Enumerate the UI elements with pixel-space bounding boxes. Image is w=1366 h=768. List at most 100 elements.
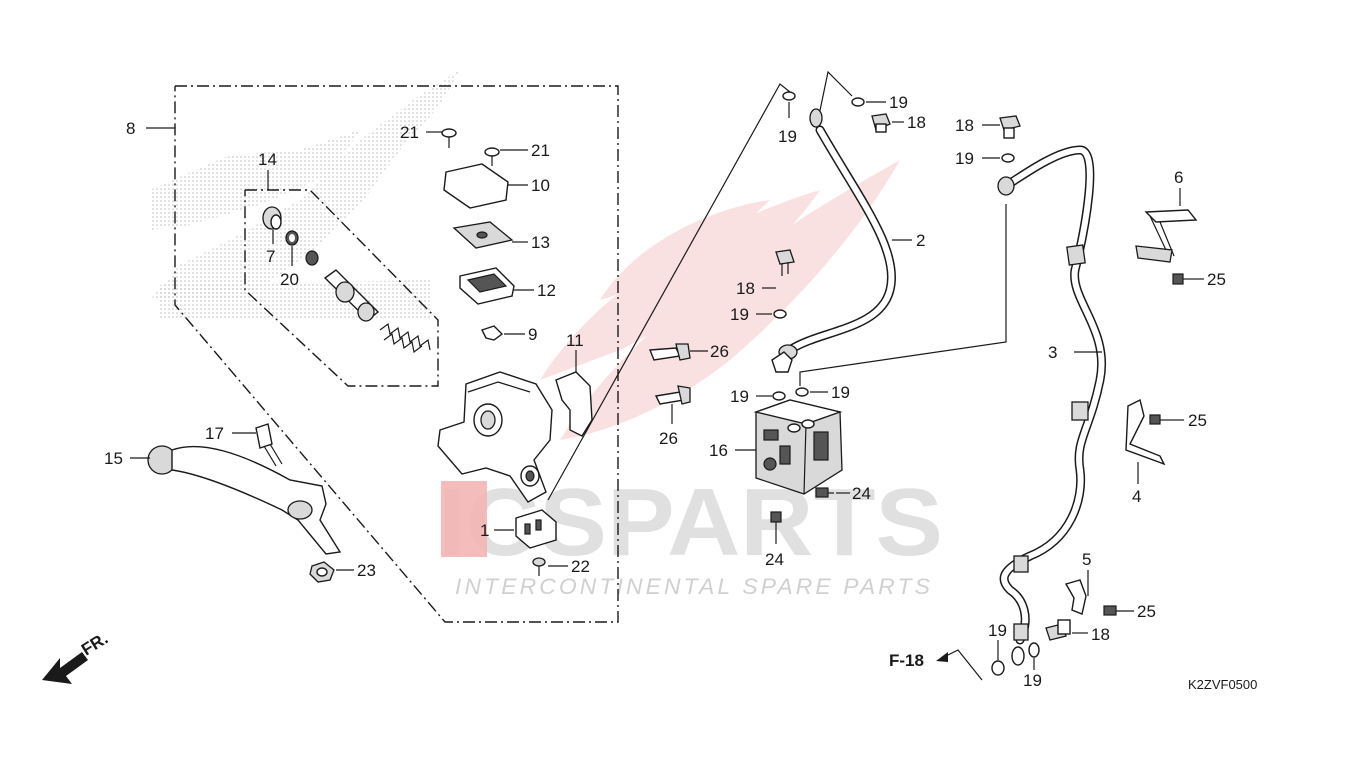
hose-stay-middle (1125, 398, 1166, 466)
callout-6: 6 (1174, 168, 1183, 187)
lever-pivot-bolt (255, 423, 283, 467)
hose-fitting (771, 351, 793, 373)
brake-hose-lower (997, 145, 1107, 666)
callout-23: 23 (357, 561, 376, 580)
oil-bolt (871, 113, 891, 133)
boot-clip (481, 325, 504, 341)
callout-19a: 19 (778, 127, 797, 146)
callout-12: 12 (537, 281, 556, 300)
callout-11: 11 (566, 331, 584, 350)
abs-bolt (770, 511, 782, 530)
master-cylinder-holder (555, 371, 593, 437)
callout-9: 9 (528, 325, 537, 344)
oil-bolt (775, 249, 795, 276)
callout-24b: 24 (765, 550, 784, 569)
watermark-tagline: INTERCONTINENTAL SPARE PARTS (455, 574, 933, 599)
front-direction-arrow-icon (42, 652, 88, 684)
sealing-washer (1001, 153, 1015, 163)
callout-21a: 21 (400, 123, 419, 142)
reservoir-cap (443, 163, 509, 209)
callout-20: 20 (280, 270, 299, 289)
callout-19g: 19 (988, 621, 1007, 640)
callout-10: 10 (531, 176, 550, 195)
oil-bolt (999, 115, 1021, 139)
diagram-code: K2ZVF0500 (1188, 677, 1257, 692)
brake-light-switch (515, 509, 557, 549)
brake-lever (147, 445, 342, 555)
callout-25a: 25 (1207, 270, 1226, 289)
sealing-washer (773, 309, 787, 319)
stay-bolt (1103, 605, 1117, 616)
reference-arrow-head (936, 652, 948, 662)
red-wing-watermark (540, 160, 900, 440)
piston-washer (305, 250, 319, 266)
callout-19c: 19 (730, 305, 749, 324)
callout-25c: 25 (1137, 602, 1156, 621)
callout-2: 2 (916, 231, 925, 250)
cap-screw-lower (484, 147, 500, 166)
callout-18b: 18 (736, 279, 755, 298)
sealing-washer (795, 387, 809, 397)
callout-19h: 19 (1023, 671, 1042, 690)
abs-modulator (753, 399, 843, 495)
piston-boot (262, 206, 282, 230)
callout-19f: 19 (955, 149, 974, 168)
callout-16: 16 (709, 441, 728, 460)
master-cylinder-assembly-outline (174, 85, 619, 623)
hose-connection-line (547, 83, 791, 501)
piston (323, 269, 380, 322)
callout-24a: 24 (852, 484, 871, 503)
hose-connection-line-2 (817, 70, 853, 121)
callout-26b: 26 (659, 429, 678, 448)
cap-screw-top (441, 128, 457, 148)
stay-bolt (1149, 414, 1168, 425)
callout-4: 4 (1132, 487, 1141, 506)
hose-stay-upper (1135, 209, 1198, 263)
reference-arrow-line (945, 649, 983, 681)
callout-22: 22 (571, 557, 590, 576)
callout-25b: 25 (1188, 411, 1207, 430)
callout-26a: 26 (710, 342, 729, 361)
circlip (285, 230, 299, 246)
callout-7: 7 (266, 247, 275, 266)
piston-set-outline (244, 189, 439, 387)
callout-15: 15 (104, 449, 123, 468)
callout-21b: 21 (531, 141, 550, 160)
callout-19e: 19 (831, 383, 850, 402)
callout-1: 1 (480, 521, 489, 540)
master-cylinder-body (437, 371, 553, 503)
sealing-washer (851, 97, 865, 107)
switch-screw (532, 557, 546, 576)
pivot-nut (309, 561, 335, 583)
mounting-bolt-upper (648, 343, 691, 361)
reference-label: F-18 (889, 651, 924, 670)
callout-17: 17 (205, 424, 224, 443)
sealing-washer (1028, 642, 1040, 658)
oil-bolt (1045, 619, 1071, 641)
callout-13: 13 (531, 233, 550, 252)
callout-19b: 19 (889, 93, 908, 112)
hose-stay-lower (1064, 579, 1087, 615)
callout-14: 14 (258, 150, 277, 169)
sealing-washer (772, 391, 786, 401)
sealing-washer (782, 91, 796, 101)
callout-18a: 18 (907, 113, 926, 132)
diaphragm (459, 267, 515, 305)
callout-3: 3 (1048, 343, 1057, 362)
callout-18c: 18 (955, 116, 974, 135)
callout-19d: 19 (730, 387, 749, 406)
brake-hose-upper (778, 108, 896, 360)
mounting-bolt-lower (654, 385, 691, 405)
sealing-washer (991, 660, 1005, 676)
abs-connection-line (799, 204, 1007, 386)
stay-bolt (1172, 273, 1190, 285)
piston-spring (379, 322, 431, 354)
watermark-ic-accent (441, 481, 487, 557)
callout-8: 8 (126, 119, 135, 138)
diaphragm-plate (452, 221, 514, 249)
callout-18d: 18 (1091, 625, 1110, 644)
abs-bolt (815, 487, 834, 498)
dotted-wing-watermark (150, 70, 460, 318)
callout-5: 5 (1082, 550, 1091, 569)
